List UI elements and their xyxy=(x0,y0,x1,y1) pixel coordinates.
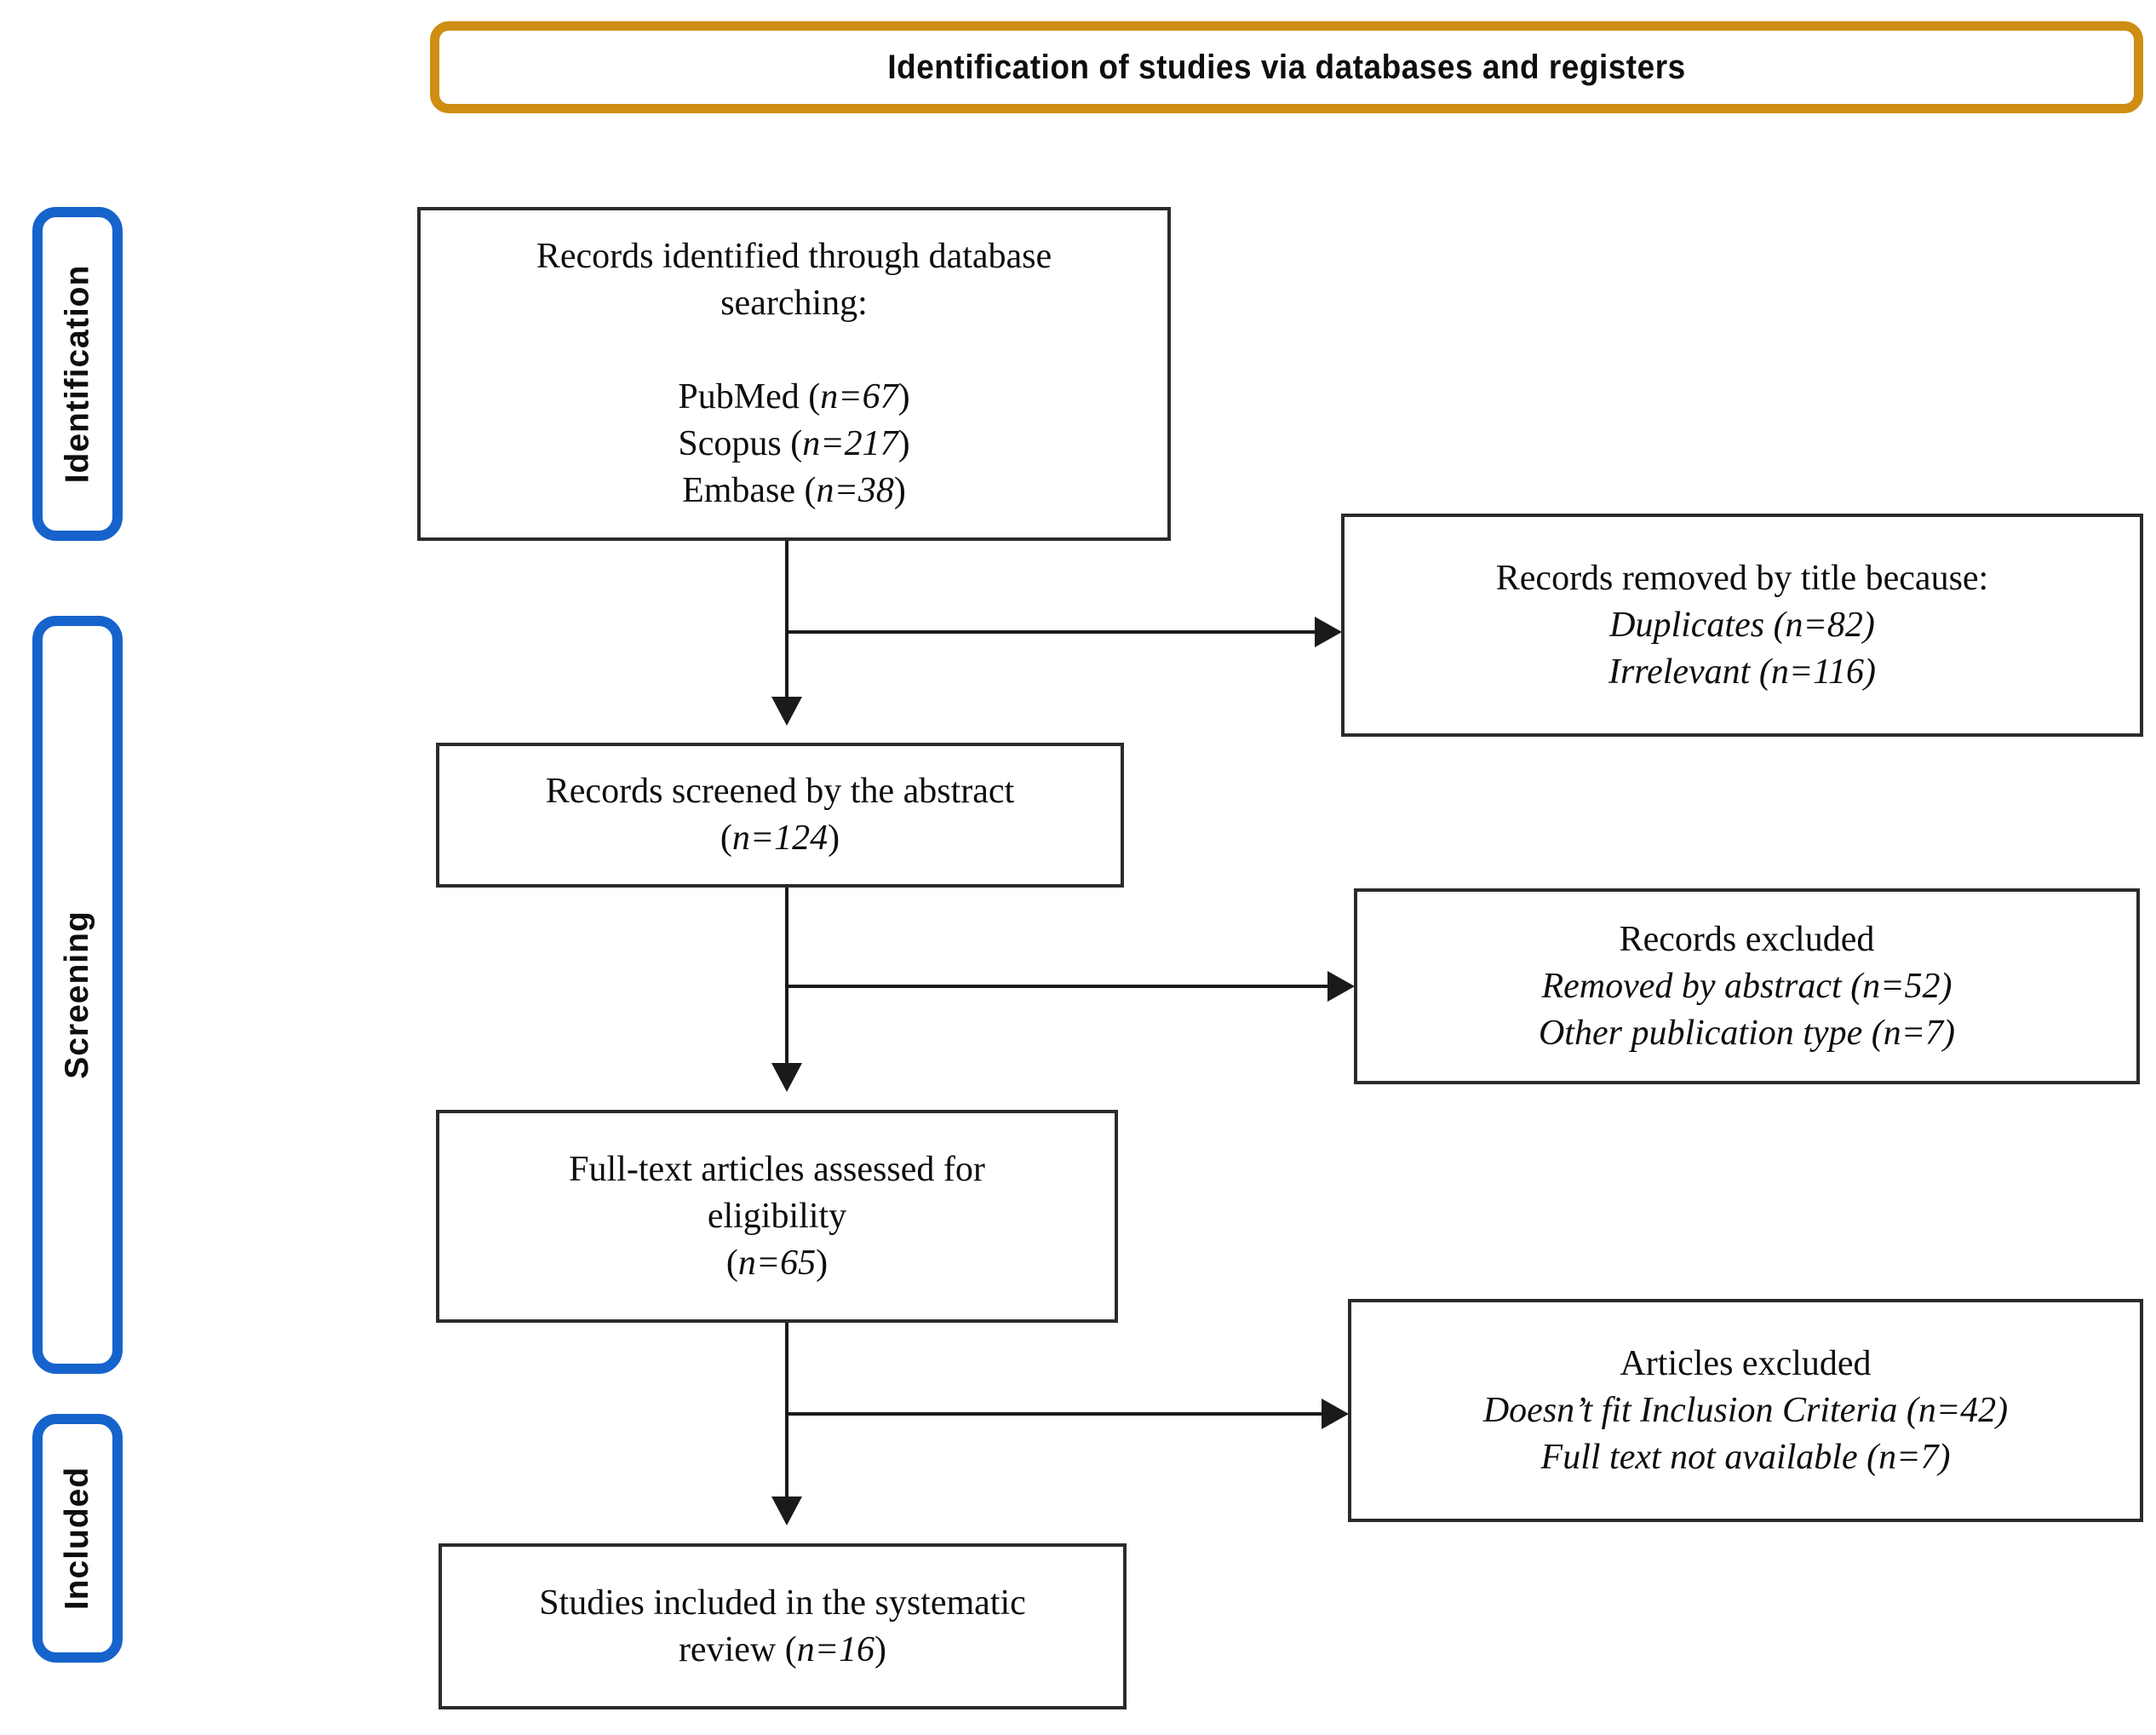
arrow-right-3 xyxy=(787,1412,1322,1416)
text-line: Articles excluded xyxy=(1351,1341,2140,1387)
text-line: Full-text articles assessed for xyxy=(439,1146,1115,1193)
text-line: (n=124) xyxy=(439,815,1121,862)
text-segment: review ( xyxy=(678,1629,797,1669)
box-articles-excluded: Articles excluded Doesn’t fit Inclusion … xyxy=(1348,1299,2143,1522)
text-segment-italic: Full text not available (n=7) xyxy=(1540,1437,1951,1477)
text-segment: Records identified through database xyxy=(536,237,1052,276)
arrow-right-1 xyxy=(787,630,1316,634)
text-segment: ( xyxy=(725,1243,738,1283)
text-segment-italic: n=217 xyxy=(802,424,898,463)
text-line: Records screened by the abstract xyxy=(439,768,1121,815)
box-records-identified: Records identified through database sear… xyxy=(417,207,1171,541)
text-segment: Full-text articles assessed for xyxy=(569,1149,985,1189)
stage-label-text: Included xyxy=(59,1466,95,1611)
text-segment-italic: n=16 xyxy=(796,1629,875,1669)
text-line: Irrelevant (n=116) xyxy=(1345,649,2140,696)
text-segment: ) xyxy=(897,424,910,463)
arrowhead-down-1 xyxy=(771,697,802,726)
arrowhead-down-2 xyxy=(771,1063,802,1092)
text-line: review (n=16) xyxy=(442,1627,1123,1674)
text-segment: ) xyxy=(893,471,906,510)
text-line: searching: xyxy=(421,280,1167,327)
box-records-screened: Records screened by the abstract (n=124) xyxy=(436,743,1124,888)
text-segment: Records excluded xyxy=(1619,919,1875,959)
text-segment: Scopus ( xyxy=(678,424,803,463)
text-segment-italic: n=124 xyxy=(731,819,829,858)
text-segment-italic: Removed by abstract (n=52) xyxy=(1541,966,1952,1006)
text-segment: Records removed by title because: xyxy=(1495,558,1989,598)
text-line: PubMed (n=67) xyxy=(421,374,1167,421)
text-line: Records removed by title because: xyxy=(1345,555,2140,602)
text-line: Embase (n=38) xyxy=(421,468,1167,514)
box-records-excluded: Records excluded Removed by abstract (n=… xyxy=(1354,888,2140,1084)
text-line-blank xyxy=(421,327,1167,374)
diagram-title: Identification of studies via databases … xyxy=(887,48,1686,86)
text-segment: ) xyxy=(828,819,840,858)
arrowhead-right-3 xyxy=(1322,1399,1349,1429)
text-segment-italic: Duplicates (n=82) xyxy=(1609,605,1875,645)
text-segment: Embase ( xyxy=(682,471,817,510)
text-segment: Studies included in the systematic xyxy=(539,1583,1026,1623)
stage-label-included: Included xyxy=(32,1414,123,1663)
arrow-down-2 xyxy=(785,888,788,1066)
text-line: Removed by abstract (n=52) xyxy=(1357,963,2136,1010)
text-segment: ) xyxy=(816,1243,829,1283)
arrow-right-2 xyxy=(787,985,1328,988)
header-banner: Identification of studies via databases … xyxy=(430,21,2143,113)
arrowhead-down-3 xyxy=(771,1497,802,1525)
text-line: eligibility xyxy=(439,1193,1115,1240)
text-segment-italic: n=65 xyxy=(737,1243,817,1283)
text-segment: eligibility xyxy=(707,1196,847,1236)
text-segment: Records screened by the abstract xyxy=(545,772,1015,811)
stage-label-text: Screening xyxy=(59,911,96,1079)
text-segment: Articles excluded xyxy=(1620,1343,1872,1383)
stage-label-text: Identification xyxy=(59,264,96,484)
text-line: Full text not available (n=7) xyxy=(1351,1434,2140,1481)
text-segment: ( xyxy=(720,819,732,858)
text-line: Studies included in the systematic xyxy=(442,1580,1123,1627)
text-line: Duplicates (n=82) xyxy=(1345,602,2140,649)
text-segment-italic: Doesn’t fit Inclusion Criteria (n=42) xyxy=(1482,1390,2009,1430)
text-segment-italic: Other publication type (n=7) xyxy=(1538,1013,1956,1053)
box-studies-included: Studies included in the systematic revie… xyxy=(439,1543,1127,1709)
box-records-removed-by-title: Records removed by title because: Duplic… xyxy=(1341,514,2143,737)
text-segment: PubMed ( xyxy=(678,377,821,417)
box-fulltext-assessed: Full-text articles assessed for eligibil… xyxy=(436,1110,1118,1323)
text-segment: ) xyxy=(874,1629,887,1669)
arrow-down-1 xyxy=(785,541,788,699)
text-line: (n=65) xyxy=(439,1240,1115,1287)
text-segment: searching: xyxy=(720,284,868,323)
arrow-down-3 xyxy=(785,1323,788,1499)
stage-label-identification: Identification xyxy=(32,207,123,541)
text-segment-italic: n=67 xyxy=(820,377,898,417)
arrowhead-right-2 xyxy=(1327,971,1355,1002)
text-line: Records identified through database xyxy=(421,233,1167,280)
text-segment-italic: n=38 xyxy=(816,471,894,510)
stage-label-screening: Screening xyxy=(32,616,123,1374)
text-line: Records excluded xyxy=(1357,916,2136,963)
text-line: Doesn’t fit Inclusion Criteria (n=42) xyxy=(1351,1387,2140,1434)
text-segment: ) xyxy=(897,377,910,417)
text-segment-italic: Irrelevant (n=116) xyxy=(1608,652,1877,692)
arrowhead-right-1 xyxy=(1315,617,1342,647)
text-line: Other publication type (n=7) xyxy=(1357,1010,2136,1057)
text-line: Scopus (n=217) xyxy=(421,421,1167,468)
